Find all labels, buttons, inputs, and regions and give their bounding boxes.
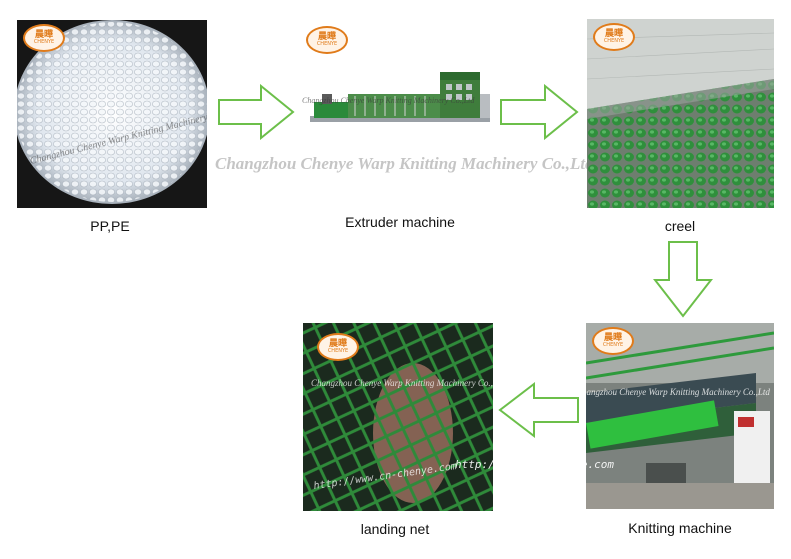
arrow-down bbox=[653, 241, 713, 318]
knitting-machine-photo bbox=[586, 323, 774, 509]
creel-image: 晨曄 CHENYE bbox=[587, 19, 774, 208]
watermark-text: Changzhou Chenye Warp Knitting Machinery… bbox=[586, 387, 770, 397]
extruder-image: 晨曄 CHENYE Changzhou Chenye Warp Knitting… bbox=[300, 24, 500, 144]
logo-cn: 晨曄 bbox=[328, 339, 347, 349]
logo-badge: 晨曄 CHENYE bbox=[317, 333, 359, 361]
pellets-photo bbox=[17, 20, 207, 208]
pellets-image: 晨曄 CHENYE Changzhou Chenye Warp Knitting… bbox=[17, 20, 207, 208]
arrow-right-1 bbox=[218, 84, 295, 140]
logo-cn: 晨曄 bbox=[603, 333, 622, 343]
logo-en: CHENYE bbox=[603, 38, 625, 44]
logo-cn: 晨曄 bbox=[34, 30, 53, 40]
label-landing-net: landing net bbox=[360, 521, 430, 537]
logo-cn: 晨曄 bbox=[604, 29, 623, 39]
logo-en: CHENYE bbox=[602, 342, 624, 348]
logo-en: CHENYE bbox=[33, 39, 55, 45]
logo-badge: 晨曄 CHENYE bbox=[23, 24, 65, 52]
watermark-url: http://www.cn-chenye.com bbox=[455, 458, 614, 471]
watermark-banner: Changzhou Chenye Warp Knitting Machinery… bbox=[215, 154, 594, 173]
watermark-text: Changzhou Chenye Warp Knitting Machinery… bbox=[311, 378, 493, 388]
watermark-text: Changzhou Chenye Warp Knitting Machinery… bbox=[302, 96, 475, 105]
logo-en: CHENYE bbox=[316, 41, 338, 47]
label-knitting-machine: Knitting machine bbox=[628, 520, 732, 536]
extruder-photo bbox=[310, 72, 490, 122]
arrow-right-2 bbox=[500, 84, 579, 140]
label-pp-pe: PP,PE bbox=[90, 218, 130, 234]
arrow-left bbox=[498, 382, 579, 438]
logo-badge: 晨曄 CHENYE bbox=[592, 327, 634, 355]
landing-net-image: 晨曄 CHENYE Changzhou Chenye Warp Knitting… bbox=[303, 323, 493, 511]
logo-badge: 晨曄 CHENYE bbox=[306, 26, 348, 54]
logo-en: CHENYE bbox=[327, 348, 349, 354]
label-creel: creel bbox=[664, 218, 696, 234]
label-extruder-machine: Extruder machine bbox=[345, 214, 455, 230]
knitting-machine-image: 晨曄 CHENYE Changzhou Chenye Warp Knitting… bbox=[586, 323, 774, 509]
logo-cn: 晨曄 bbox=[317, 32, 336, 42]
logo-badge: 晨曄 CHENYE bbox=[593, 23, 635, 51]
